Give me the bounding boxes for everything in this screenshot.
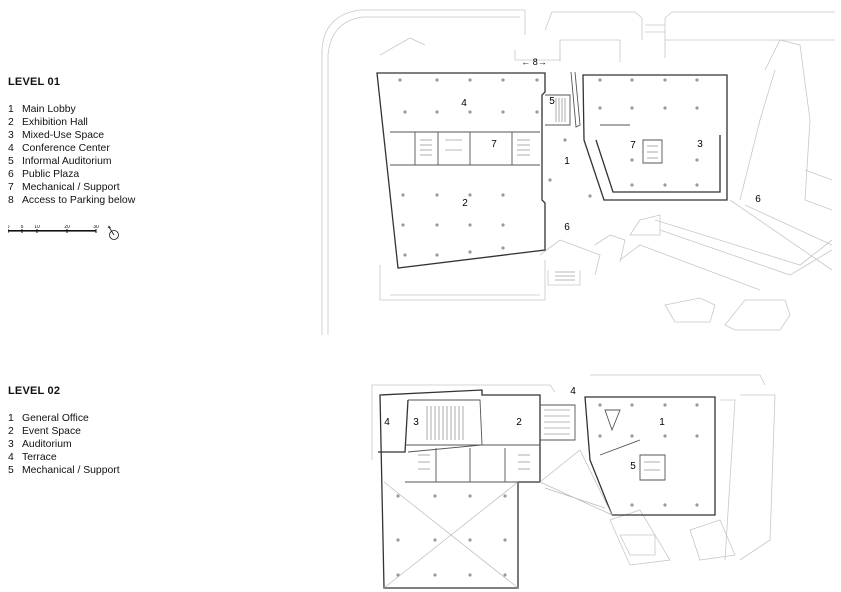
plan-label: 2	[516, 417, 522, 428]
plan-label: 7	[491, 139, 497, 150]
stairs	[420, 98, 658, 281]
plan-label: 2	[462, 198, 468, 209]
plan-label: ← 8→	[521, 57, 547, 67]
scale-tick: 20	[64, 225, 70, 230]
plan-label: 4	[570, 386, 576, 397]
building-outline	[376, 72, 728, 269]
scale-tick: 5	[21, 225, 24, 230]
plan-label: 6	[564, 222, 570, 233]
level-01-title: LEVEL 01	[8, 76, 61, 88]
plan-label: 1	[564, 156, 570, 167]
scale-tick: 0	[8, 225, 10, 230]
plan-label: 1	[659, 417, 665, 428]
scale-tick: 30	[93, 225, 99, 230]
structural-columns	[396, 403, 699, 577]
level-02-title: LEVEL 02	[8, 385, 61, 397]
site-context	[371, 374, 776, 566]
plan-label: 3	[697, 139, 703, 150]
plan-label: 6	[755, 194, 761, 205]
north-arrow-icon	[107, 225, 119, 240]
plan-label: 3	[413, 417, 419, 428]
plan-label: 4	[461, 98, 467, 109]
site-context	[321, 9, 835, 335]
level-01-floor-plan: 4 5 7 1 7 3 2 6 6 ← 8→	[321, 9, 835, 335]
auditorium-seating	[418, 406, 660, 471]
plan-label: 5	[630, 461, 636, 472]
plan-label: 5	[549, 96, 555, 107]
interior-walls	[383, 399, 666, 589]
scale-bar: 0 5 10 20 30	[8, 225, 119, 240]
level-02-floor-plan: 4 3 2 4 1 5	[371, 374, 776, 589]
interior-walls	[390, 71, 663, 166]
structural-columns	[398, 78, 699, 257]
scale-tick: 10	[34, 225, 40, 230]
plan-label: 7	[630, 140, 636, 151]
plan-label: 4	[384, 417, 390, 428]
